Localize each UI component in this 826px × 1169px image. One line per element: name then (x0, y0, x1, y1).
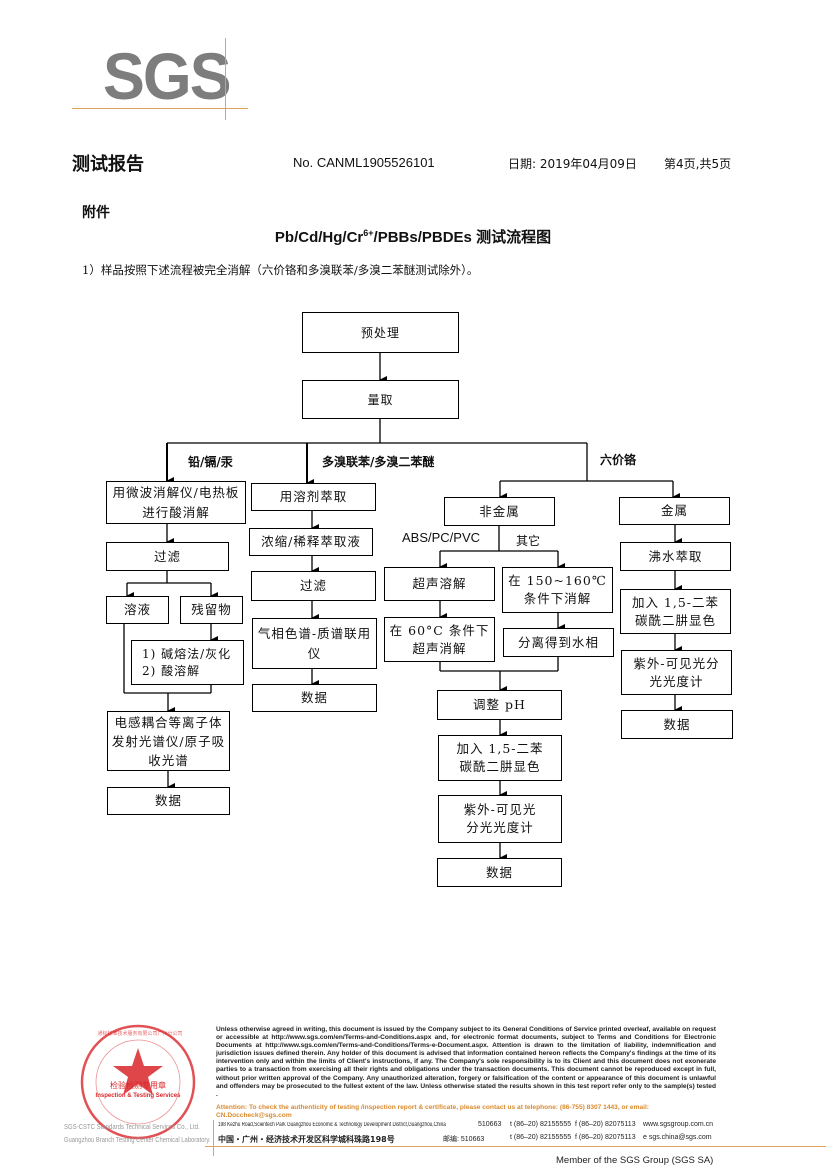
metal-color-develop: 加入 1,5-二苯碳酰二肼显色 (620, 589, 731, 634)
label-other: 其它 (516, 534, 541, 548)
legal-disclaimer: Unless otherwise agreed in writing, this… (216, 1026, 716, 1098)
fax-cn: f (86–20) 82075113 (575, 1134, 636, 1141)
telephone-cn: t (86–20) 82155555 (510, 1134, 572, 1141)
cr6-ultrasonic-dissolve: 超声溶解 (384, 567, 495, 601)
procedure-note: 1）样品按照下述流程被完全消解（六价铬和多溴联苯/多溴二苯醚测试除外）。 (82, 263, 479, 277)
metals-residue: 残留物 (180, 596, 243, 624)
postcode-en: 510663 (478, 1121, 502, 1128)
cr6-nonmetal: 非金属 (444, 497, 555, 526)
cr6-data: 数据 (437, 858, 562, 887)
residue-step-1: 1) 碱熔法/灰化 (142, 646, 232, 661)
cr6-adjust-ph: 调整 pH (437, 690, 562, 720)
company-name-en: SGS-CSTC Standards Technical Services Co… (64, 1122, 200, 1131)
pbb-filter: 过滤 (251, 571, 376, 601)
fax-en: f (86–20) 82075113 (575, 1121, 636, 1128)
cr6-metal: 金属 (619, 497, 730, 525)
metals-solution: 溶液 (106, 596, 169, 624)
address-cn: 中国・广州・经济技术开发区科学城科珠路198号 (218, 1135, 395, 1144)
cr6-digest-150: 在 150~160℃ 条件下消解 (502, 567, 613, 613)
pbb-data: 数据 (252, 684, 377, 712)
page-number: 第4页,共5页 (664, 157, 732, 171)
pbb-gcms: 气相色谱-质谱联用仪 (252, 618, 377, 669)
footer-rule-horizontal (205, 1146, 826, 1147)
report-date: 日期: 2019年04月09日 (508, 157, 637, 171)
metal-data: 数据 (621, 710, 733, 739)
stamp-center-text: 检验检测专用章 (110, 1081, 166, 1090)
cr6-ultrasonic-60: 在 60°C 条件下超声消解 (384, 617, 495, 662)
email: e sgs.china@sgs.com (643, 1134, 712, 1141)
pbb-concentrate: 浓缩/稀释萃取液 (249, 528, 373, 556)
cr6-separate-aqueous: 分离得到水相 (503, 628, 614, 657)
section-label: 附件 (82, 205, 110, 221)
branch-label-metals: 铅/镉/汞 (188, 455, 233, 469)
metals-filter: 过滤 (106, 542, 229, 571)
company-stamp (80, 1024, 196, 1140)
metals-icp-aas: 电感耦合等离子体发射光谱仪/原子吸收光谱 (107, 711, 230, 771)
stamp-ring-text: 通标标准技术服务有限公司广州分公司 (97, 1031, 183, 1037)
member-statement: Member of the SGS Group (SGS SA) (556, 1155, 714, 1166)
residue-step-2: 2) 酸溶解 (142, 663, 201, 678)
report-title: 测试报告 (72, 154, 144, 175)
document-title: Pb/Cd/Hg/Cr6+/PBBs/PBDEs 测试流程图 (274, 228, 552, 246)
footer-rule-vertical (213, 1120, 214, 1156)
step-pretreatment: 预处理 (302, 312, 459, 353)
metal-uv-vis: 紫外-可见光分光光度计 (621, 650, 732, 695)
step-measure: 量取 (302, 380, 459, 419)
address-en: 198 Kezhu Road,Scientech Park Guangzhou … (218, 1122, 446, 1128)
lab-name-en: Guangzhou Branch Testing Center Chemical… (64, 1135, 211, 1144)
report-number: No. CANML1905526101 (293, 155, 435, 170)
cr6-color-develop: 加入 1,5-二苯碳酰二肼显色 (438, 735, 562, 781)
telephone-en: t (86–20) 82155555 (510, 1121, 572, 1128)
metals-acid-digestion: 用微波消解仪/电热板进行酸消解 (106, 481, 246, 524)
cr6-uv-vis: 紫外-可见光分光光度计 (438, 795, 562, 843)
metals-residue-treatment: 1) 碱熔法/灰化 2) 酸溶解 (131, 640, 244, 685)
sgs-logo: SGS (103, 39, 232, 113)
metal-boiling-extract: 沸水萃取 (620, 542, 731, 571)
metals-data: 数据 (107, 787, 230, 815)
website: www.sgsgroup.com.cn (643, 1121, 714, 1128)
pbb-solvent-extract: 用溶剂萃取 (251, 483, 376, 511)
label-abs-pc-pvc: ABS/PC/PVC (402, 530, 481, 545)
logo-rule-horizontal (72, 108, 248, 109)
logo-rule-vertical (225, 38, 226, 120)
authenticity-notice: Attention: To check the authenticity of … (216, 1104, 649, 1120)
branch-label-cr6: 六价铬 (600, 453, 637, 467)
branch-label-pbb: 多溴联苯/多溴二苯醚 (322, 455, 435, 469)
stamp-english-text: Inspection & Testing Services (95, 1093, 181, 1099)
star-icon (113, 1048, 163, 1095)
flowchart-connectors (123, 352, 682, 862)
postcode-cn: 邮编: 510663 (443, 1136, 485, 1143)
